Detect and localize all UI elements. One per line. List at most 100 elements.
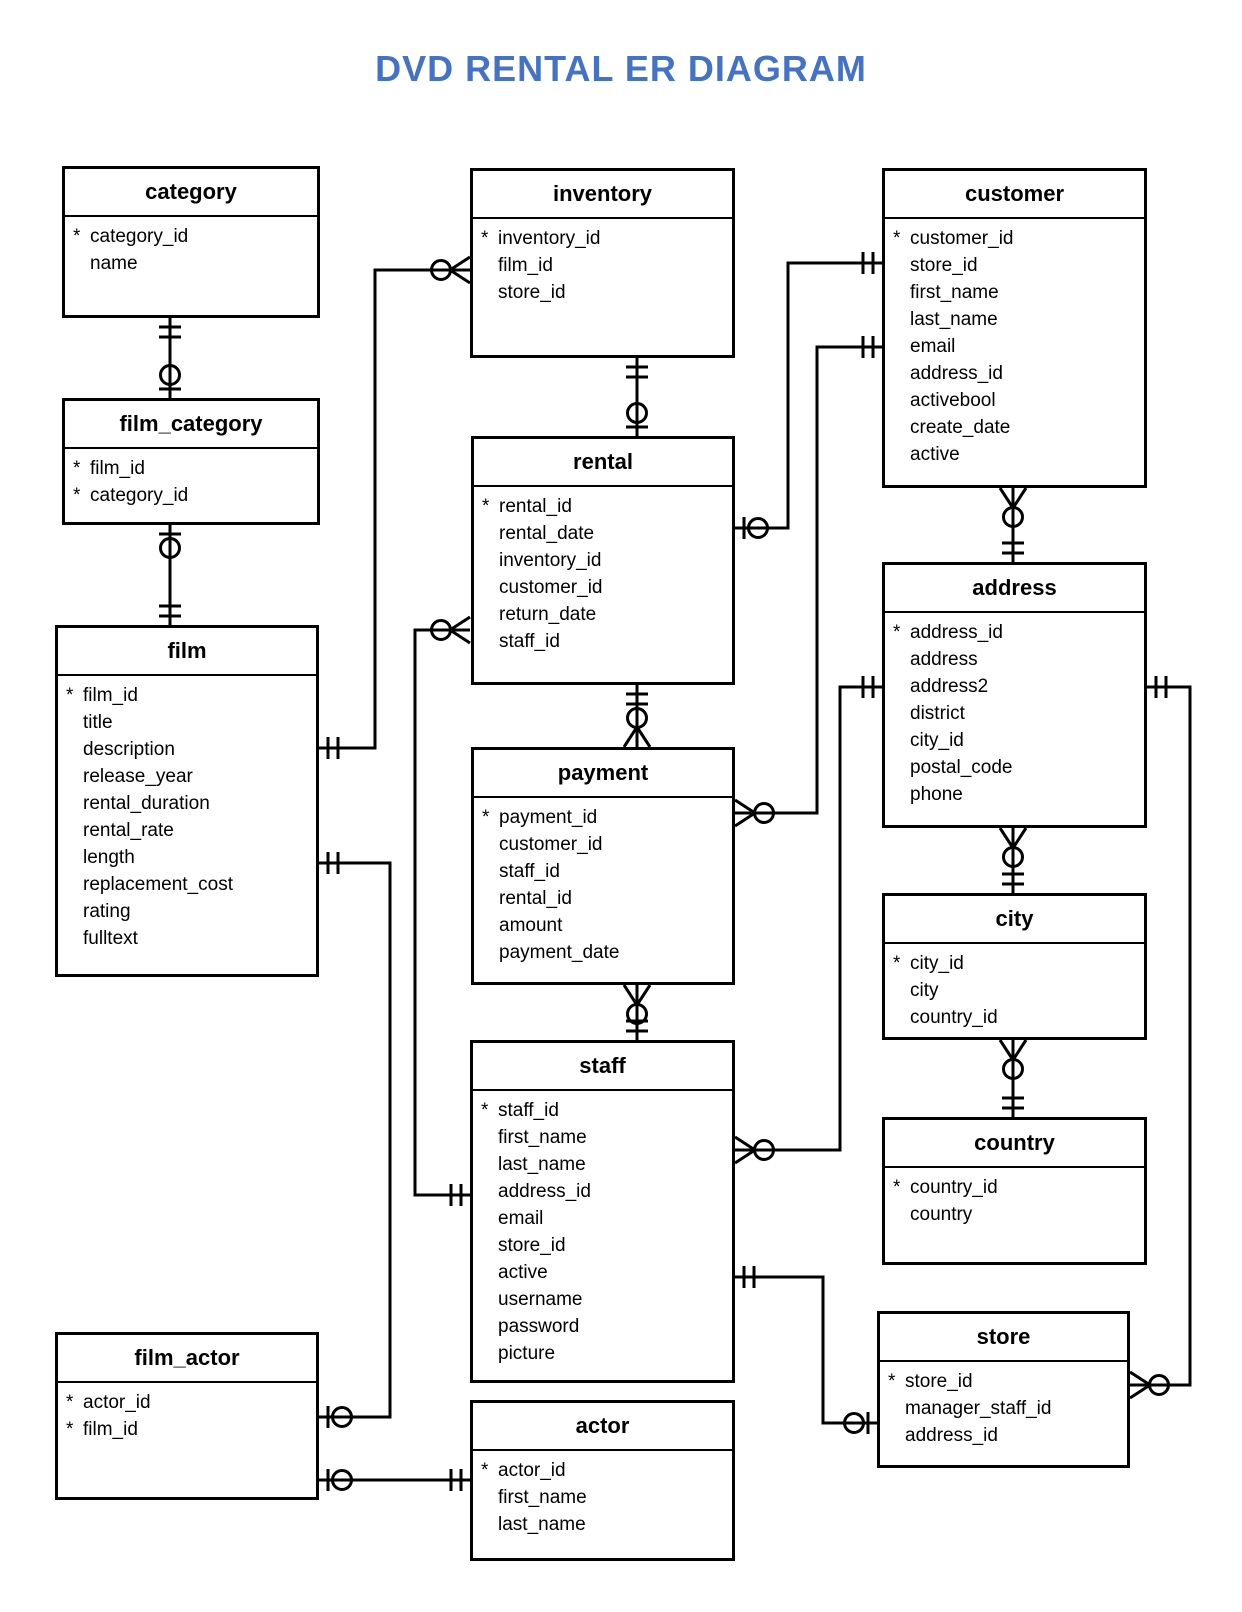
pk-marker: * — [888, 1371, 896, 1392]
cardinality-zero-or-many — [622, 984, 652, 1025]
cardinality-zero-or-many — [430, 615, 471, 645]
cardinality-zero-or-one — [159, 364, 181, 391]
cardinality-one-and-only-one — [742, 1266, 756, 1288]
field-label: customer_id — [499, 834, 603, 855]
cardinality-one-and-only-one — [1002, 872, 1024, 886]
field-row: *customer_id — [893, 225, 1140, 252]
field-label: category_id — [90, 485, 189, 506]
field-label: staff_id — [499, 631, 560, 652]
field-row: first_name — [481, 1124, 728, 1151]
field-label: activebool — [910, 390, 996, 411]
field-row: film_id — [481, 252, 728, 279]
field-label: rental_rate — [83, 820, 174, 841]
field-label: payment_date — [499, 942, 620, 963]
cardinality-zero-or-one — [843, 1412, 870, 1434]
field-row: active — [481, 1259, 728, 1286]
entity-title: staff — [473, 1043, 732, 1091]
cardinality-zero-or-one — [159, 532, 181, 559]
connector-address-store — [1129, 676, 1192, 1400]
field-row: last_name — [481, 1151, 728, 1178]
field-row: return_date — [482, 601, 728, 628]
field-row: last_name — [893, 306, 1140, 333]
cardinality-one-and-only-one — [1154, 676, 1168, 698]
pk-marker: * — [893, 622, 901, 643]
pk-marker: * — [73, 226, 81, 247]
diagram-title: DVD RENTAL ER DIAGRAM — [375, 48, 867, 89]
cardinality-one-and-only-one — [159, 325, 181, 339]
entity-film_category: film_category *film_id*category_id — [62, 398, 320, 525]
field-row: email — [481, 1205, 728, 1232]
pk-marker: * — [893, 953, 901, 974]
field-row: password — [481, 1313, 728, 1340]
field-row: *city_id — [893, 950, 1140, 977]
field-row: picture — [481, 1340, 728, 1367]
cardinality-one-and-only-one — [861, 252, 875, 274]
field-label: fulltext — [83, 928, 138, 949]
pk-marker: * — [481, 1100, 489, 1121]
field-label: address_id — [905, 1425, 998, 1446]
field-row: fulltext — [66, 925, 312, 952]
field-row: first_name — [481, 1484, 728, 1511]
field-label: phone — [910, 784, 963, 805]
field-row: *film_id — [66, 1416, 312, 1443]
field-label: address_id — [910, 363, 1003, 384]
field-label: actor_id — [83, 1392, 151, 1413]
field-label: staff_id — [498, 1100, 559, 1121]
cardinality-one-and-only-one — [449, 1469, 463, 1491]
connector-payment-customer — [734, 336, 882, 828]
field-row: first_name — [893, 279, 1140, 306]
field-label: film_id — [90, 458, 145, 479]
connector-film-film_actor — [319, 852, 392, 1428]
connector-category-film_category — [159, 318, 181, 398]
field-row: payment_date — [482, 939, 728, 966]
connector-film_category-film — [159, 525, 181, 625]
field-label: customer_id — [910, 228, 1014, 249]
field-row: *film_id — [66, 682, 312, 709]
field-row: address_id — [481, 1178, 728, 1205]
entity-title: category — [65, 169, 317, 217]
field-row: staff_id — [482, 858, 728, 885]
connector-rental-customer — [735, 252, 882, 539]
connector-rental-payment — [622, 685, 652, 748]
field-label: username — [498, 1289, 583, 1310]
field-row: city_id — [893, 727, 1140, 754]
field-row: customer_id — [482, 831, 728, 858]
connector-rental-staff — [413, 615, 471, 1206]
field-label: email — [498, 1208, 544, 1229]
field-label: country_id — [910, 1007, 998, 1028]
field-label: picture — [498, 1343, 556, 1364]
field-row: address_id — [893, 360, 1140, 387]
field-row: address — [893, 646, 1140, 673]
field-label: description — [83, 739, 175, 760]
field-label: rental_duration — [83, 793, 210, 814]
field-row: *category_id — [73, 482, 313, 509]
field-label: length — [83, 847, 135, 868]
cardinality-zero-or-one — [626, 402, 648, 429]
field-label: postal_code — [910, 757, 1013, 778]
cardinality-one-and-only-one — [626, 692, 648, 706]
field-label: first_name — [498, 1487, 587, 1508]
field-row: rental_rate — [66, 817, 312, 844]
field-row: country_id — [893, 1004, 1140, 1031]
field-row: *film_id — [73, 455, 313, 482]
connector-inventory-rental — [626, 358, 648, 436]
field-row: rental_duration — [66, 790, 312, 817]
cardinality-zero-or-one — [742, 517, 769, 539]
cardinality-one-and-only-one — [159, 604, 181, 618]
field-label: last_name — [910, 309, 998, 330]
cardinality-zero-or-many — [734, 798, 775, 828]
cardinality-zero-or-one — [326, 1406, 353, 1428]
field-row: rental_date — [482, 520, 728, 547]
field-label: payment_id — [499, 807, 598, 828]
